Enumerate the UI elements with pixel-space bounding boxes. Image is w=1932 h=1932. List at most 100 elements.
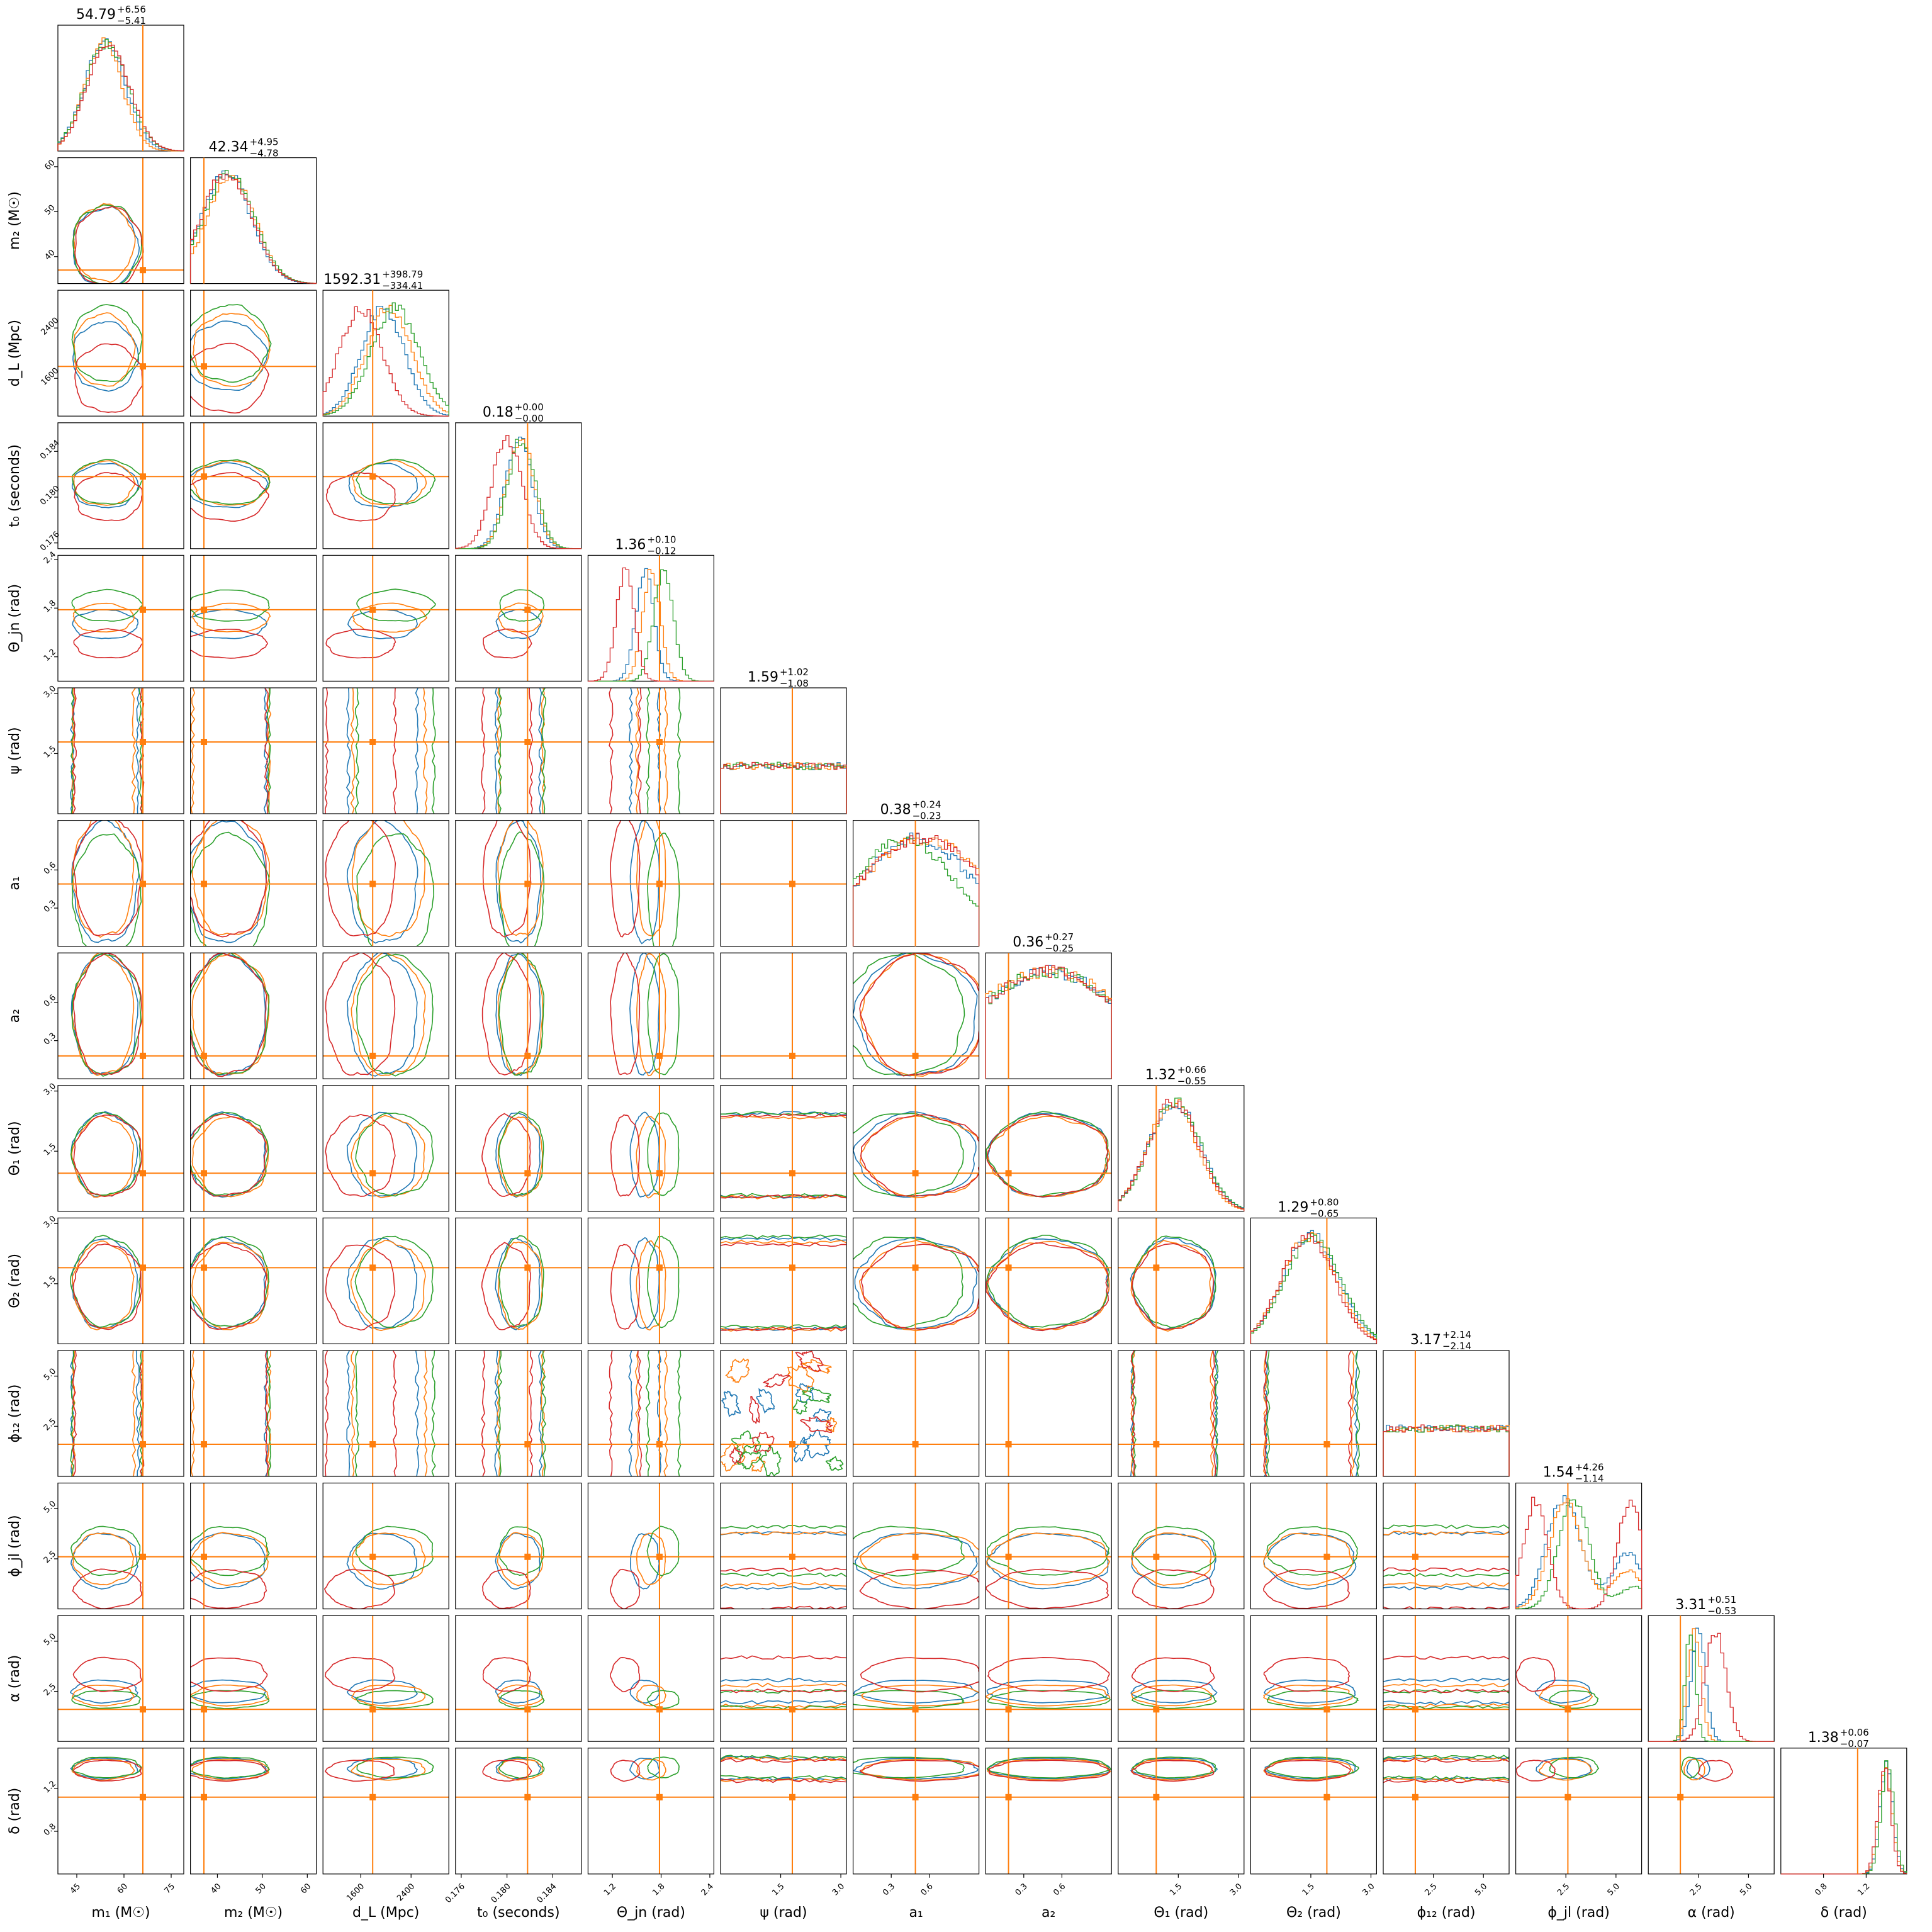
title-minus-error: −1.14 xyxy=(1575,1473,1604,1485)
contour-series-3 xyxy=(139,1351,145,1476)
panel-frame xyxy=(455,1615,582,1742)
truth-marker xyxy=(201,738,208,745)
histogram-1: 42.34+4.95−4.78 xyxy=(189,137,317,284)
histogram-series-3 xyxy=(1515,1497,1643,1610)
contour-series-3 xyxy=(325,1244,396,1331)
contour-series-2 xyxy=(498,1756,545,1779)
panel-frame xyxy=(322,1748,449,1875)
contour-series-3 xyxy=(1262,1569,1351,1609)
panel-contours xyxy=(455,953,581,1079)
panel-frame xyxy=(1250,1748,1378,1875)
x-tick-label: 60 xyxy=(299,1882,313,1895)
truth-marker xyxy=(656,1052,663,1059)
truth-marker xyxy=(524,1553,531,1560)
histogram-series-3 xyxy=(1648,1632,1775,1742)
histogram-frame xyxy=(720,687,847,814)
contour-series-0 xyxy=(185,1351,189,1476)
histogram-frame xyxy=(455,422,582,549)
panel-9-4 xyxy=(587,1217,715,1345)
truth-marker xyxy=(201,880,208,887)
panel-contours xyxy=(1250,1483,1377,1609)
contour-series-2 xyxy=(853,953,965,1076)
panel-frame xyxy=(1250,1483,1378,1610)
contour-series-0 xyxy=(1130,1680,1218,1704)
title-minus-error: −0.25 xyxy=(1045,943,1074,954)
panel-5-4 xyxy=(587,687,715,814)
truth-marker xyxy=(140,606,146,613)
panel-contours xyxy=(986,1748,1112,1874)
contour-series-1 xyxy=(1383,1582,1509,1587)
contour-series-3 xyxy=(721,1113,846,1118)
contour-series-0 xyxy=(346,820,418,944)
truth-marker xyxy=(201,1706,208,1713)
panel-frame xyxy=(720,1350,847,1477)
histogram-7: 0.36+0.27−0.25 xyxy=(985,931,1112,1079)
panel-13-8 xyxy=(1118,1748,1245,1875)
title-plus-error: +0.10 xyxy=(647,534,676,545)
contour-series-0 xyxy=(721,892,846,895)
panel-3-1 xyxy=(190,422,317,549)
truth-marker xyxy=(1323,1794,1330,1800)
contour-series-2 xyxy=(190,1236,270,1327)
panel-contours xyxy=(323,555,449,682)
truth-marker xyxy=(1153,1553,1160,1560)
contour-series-2 xyxy=(721,1234,846,1240)
contour-series-0 xyxy=(721,1586,846,1590)
contour-series-3 xyxy=(859,953,979,1077)
y-axis-label: δ (rad) xyxy=(7,1788,23,1834)
truth-marker xyxy=(912,1170,919,1177)
contour-series-2 xyxy=(1132,1525,1216,1576)
contour-series-2 xyxy=(190,459,271,505)
y-axis-label: ϕ₁₂ (rad) xyxy=(7,1384,23,1443)
x-axis-label: a₂ xyxy=(1042,1905,1055,1921)
contour-series-2 xyxy=(190,719,191,799)
panel-contours xyxy=(1250,1351,1377,1476)
panel-7-6 xyxy=(852,952,980,1079)
contour-series-0 xyxy=(346,1532,417,1590)
title-plus-error: +6.56 xyxy=(117,4,146,15)
contour-series-1 xyxy=(634,1351,640,1476)
contour-series-1 xyxy=(860,1684,979,1707)
contour-series-3 xyxy=(324,1656,396,1692)
panel-frame xyxy=(852,1748,980,1875)
histogram-series-1 xyxy=(720,761,847,814)
contour-series-0 xyxy=(1686,1758,1710,1780)
histogram-10: 3.17+2.14−2.14 xyxy=(1383,1329,1510,1477)
contour-series-3 xyxy=(1264,1760,1351,1782)
panel-contours xyxy=(323,1748,449,1874)
panel-12-8 xyxy=(1118,1615,1245,1742)
contour-series-3 xyxy=(325,953,396,1076)
contour-series-1 xyxy=(71,1115,134,1198)
y-tick-label: 40 xyxy=(43,248,57,262)
contour-series-1 xyxy=(497,953,544,1076)
contour-series-0 xyxy=(495,820,542,944)
contour-series-1 xyxy=(1130,1240,1212,1332)
truth-marker xyxy=(912,1441,919,1448)
contour-series-0 xyxy=(1214,1351,1218,1476)
contour-series-0 xyxy=(72,321,139,392)
truth-marker xyxy=(524,1170,531,1177)
panel-frame xyxy=(852,1217,980,1345)
contour-series-1 xyxy=(721,1240,846,1244)
histogram-series-0 xyxy=(57,38,184,152)
contour-series-0 xyxy=(495,953,541,1077)
contour-series-2 xyxy=(647,1756,680,1778)
contour-series-1 xyxy=(352,602,428,633)
panel-frame xyxy=(190,819,317,947)
panel-frame xyxy=(322,952,449,1079)
title-plus-error: +2.14 xyxy=(1442,1329,1471,1340)
histogram-series-2 xyxy=(1515,1499,1643,1610)
title-median: 3.31 xyxy=(1675,1597,1706,1613)
panel-contours xyxy=(588,1748,714,1874)
contour-series-2 xyxy=(190,831,271,946)
panel-frame xyxy=(985,1615,1112,1742)
x-tick-label: 3.0 xyxy=(1361,1882,1376,1897)
y-axis-13: 0.81.2δ (rad) xyxy=(7,1779,58,1838)
x-tick-label: 1.2 xyxy=(1856,1882,1872,1897)
contour-series-0 xyxy=(628,688,633,814)
histogram-title: 1.36+0.10−0.12 xyxy=(615,534,676,556)
truth-marker xyxy=(201,606,208,613)
panel-frame xyxy=(1515,1615,1643,1742)
